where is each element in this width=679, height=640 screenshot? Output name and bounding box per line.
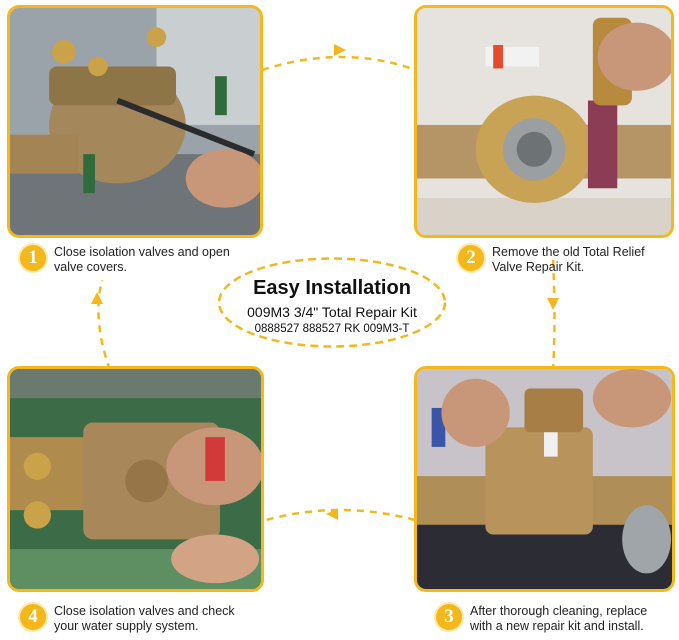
photo-step-4 <box>7 366 264 592</box>
photo-step-3 <box>414 366 675 592</box>
arrow-left-bottom <box>326 508 338 520</box>
step-1: 1 Close isolation valves and open valve … <box>20 245 250 275</box>
arrow-down-right <box>547 298 559 310</box>
center-part-numbers: 0888527 888527 RK 009M3-T <box>254 323 410 335</box>
center-title-oval: Easy Installation 009M3 3/4" Total Repai… <box>216 255 448 350</box>
step-caption: After thorough cleaning, replace with a … <box>470 604 648 633</box>
step-caption: Close isolation valves and open valve co… <box>54 245 230 274</box>
center-title: Easy Installation <box>253 277 411 299</box>
step-badge: 2 <box>458 245 484 271</box>
step-3: 3 After thorough cleaning, replace with … <box>436 604 674 634</box>
step-badge: 1 <box>20 245 46 271</box>
dashed-oval <box>217 257 447 348</box>
step-badge: 4 <box>20 604 46 630</box>
photo-step-1 <box>7 5 263 238</box>
step-caption: Remove the old Total Relief Valve Repair… <box>492 245 645 274</box>
photo-step-2 <box>414 5 674 238</box>
arrow-up-left <box>91 292 103 304</box>
step-caption: Close isolation valves and check your wa… <box>54 604 235 633</box>
center-subtitle: 009M3 3/4" Total Repair Kit <box>247 304 417 320</box>
arrow-right-top <box>334 44 346 56</box>
step-4: 4 Close isolation valves and check your … <box>20 604 270 634</box>
step-badge: 3 <box>436 604 462 630</box>
step-2: 2 Remove the old Total Relief Valve Repa… <box>458 245 673 275</box>
